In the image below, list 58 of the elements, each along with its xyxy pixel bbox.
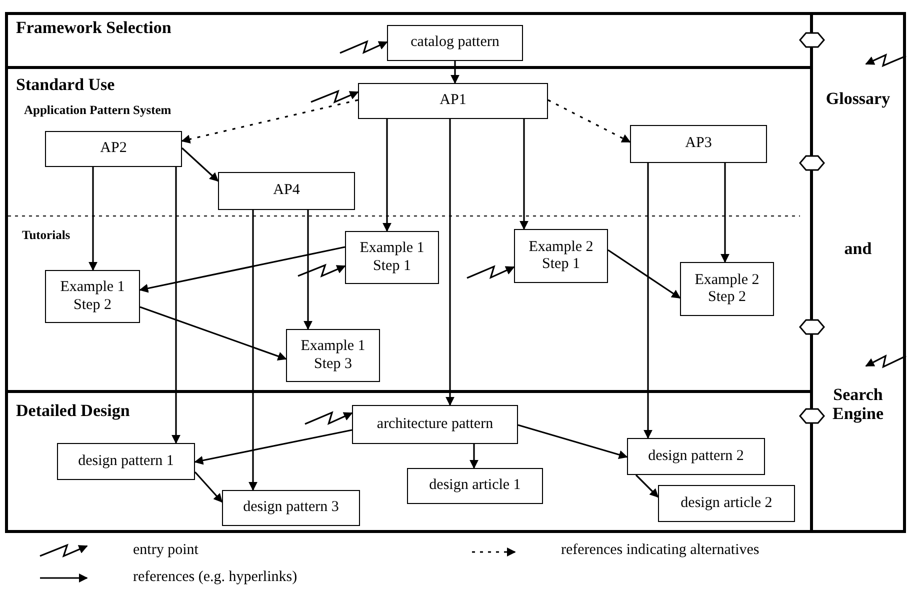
topic-box: AP3 <box>630 125 767 163</box>
side-panel-title: and <box>843 240 873 259</box>
arrow <box>139 246 346 293</box>
entry-point-arrow <box>865 354 906 368</box>
band-title: Framework Selection <box>16 19 172 38</box>
entry-point-arrow <box>310 90 359 104</box>
topic-box: Example 1 Step 2 <box>45 270 140 323</box>
arrow <box>635 474 659 498</box>
topic-box: catalog pattern <box>387 25 523 61</box>
entry-point-arrow <box>865 54 906 68</box>
band-title: Detailed Design <box>16 402 130 421</box>
arrow <box>181 147 219 182</box>
arrow <box>248 210 258 491</box>
topic-box: Example 2 Step 2 <box>680 262 774 316</box>
topic-box: AP2 <box>45 131 182 167</box>
section-subtitle: Tutorials <box>22 229 70 243</box>
dashed-arrow <box>548 99 631 143</box>
section-panel <box>810 12 906 533</box>
arrow <box>720 163 730 263</box>
arrow <box>608 249 681 299</box>
topic-box: Example 1 Step 1 <box>345 231 439 284</box>
entry-point-arrow <box>340 40 388 54</box>
entry-point-arrow <box>466 265 515 280</box>
section-panel <box>5 390 813 533</box>
arrow <box>304 210 312 330</box>
arrow <box>446 119 454 406</box>
topic-box: design article 2 <box>658 485 795 522</box>
arrow <box>382 119 392 232</box>
topic-box: design pattern 3 <box>222 490 360 526</box>
arrow <box>194 471 223 503</box>
arrow <box>520 119 528 230</box>
topic-box: design pattern 1 <box>57 443 195 480</box>
legend-label: references (e.g. hyperlinks) <box>133 569 298 586</box>
topic-box: design article 1 <box>407 468 543 504</box>
entry-point-arrow <box>304 411 353 426</box>
topic-box: AP4 <box>218 172 355 210</box>
topic-box: architecture pattern <box>352 405 518 444</box>
band-title: Standard Use <box>16 76 115 95</box>
arrow <box>450 61 460 84</box>
topic-box: Example 2 Step 1 <box>514 229 608 283</box>
section-panel <box>5 12 813 69</box>
topic-box: Example 1 Step 3 <box>286 329 380 382</box>
section-subtitle: Application Pattern System <box>24 104 172 118</box>
legend-label: entry point <box>133 542 198 559</box>
entry-point-arrow <box>298 264 346 278</box>
dashed-arrow <box>181 99 358 144</box>
arrow <box>172 167 180 444</box>
side-panel-title: Search Engine <box>831 386 885 424</box>
arrow <box>518 424 628 460</box>
arrow <box>88 167 98 271</box>
side-panel-title: Glossary <box>824 90 892 109</box>
legend-label: references indicating alternatives <box>561 542 760 559</box>
topic-box: AP1 <box>358 83 548 119</box>
arrow <box>140 306 287 361</box>
topic-box: design pattern 2 <box>627 438 765 475</box>
arrow <box>644 163 652 439</box>
arrow <box>470 444 478 469</box>
arrow <box>194 429 352 465</box>
